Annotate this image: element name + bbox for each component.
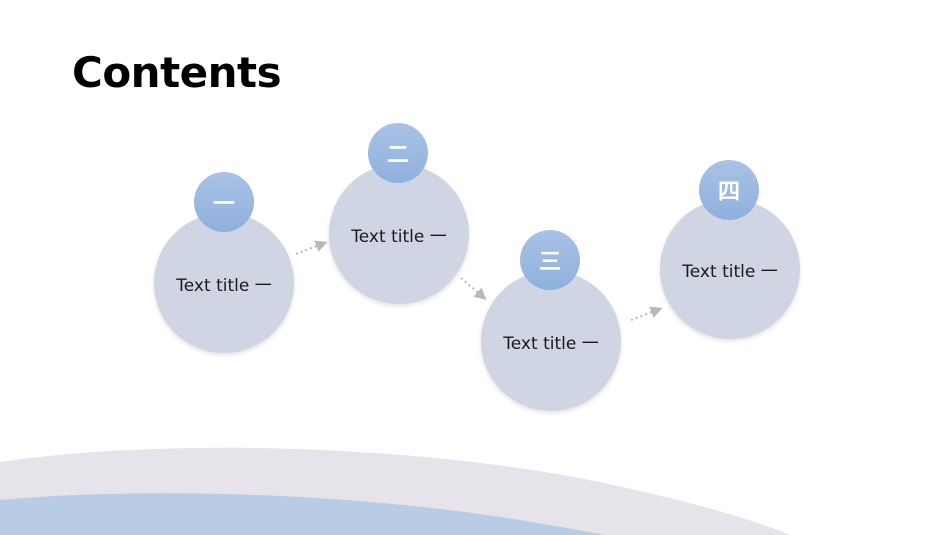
item-number-badge: 三 [520, 230, 580, 290]
item-circle: Text title 一 [481, 271, 621, 411]
item-label: Text title 一 [682, 261, 778, 282]
item-number-badge: 四 [699, 160, 759, 220]
item-label: Text title 一 [351, 226, 447, 247]
item-circle: Text title 一 [660, 199, 800, 339]
slide-title: Contents [72, 48, 282, 97]
item-number-badge: 一 [194, 172, 254, 232]
item-label: Text title 一 [503, 333, 599, 354]
item-circle: Text title 一 [154, 213, 294, 353]
arrow-1-to-2 [295, 240, 328, 255]
item-number-badge: 二 [368, 123, 428, 183]
item-label: Text title 一 [176, 275, 272, 296]
item-circle: Text title 一 [329, 164, 469, 304]
wave-front [0, 493, 605, 535]
arrow-2-to-3 [460, 277, 487, 300]
arrow-3-to-4 [630, 306, 663, 321]
